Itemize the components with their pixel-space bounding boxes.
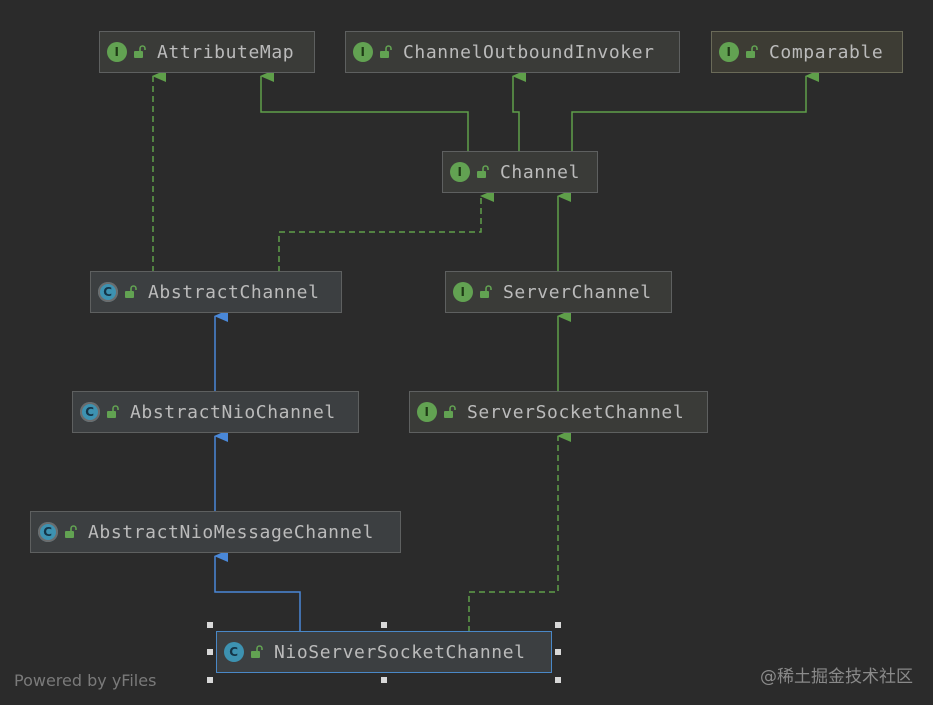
interface-icon: I: [450, 162, 470, 182]
edge-channel-comparable: [571, 70, 819, 152]
unlocked-lock-icon: [477, 165, 489, 178]
unlocked-lock-icon: [107, 405, 119, 418]
node-label: Comparable: [769, 41, 884, 63]
node-label: ChannelOutboundInvoker: [403, 41, 655, 63]
edge-channel-attributemap: [260, 70, 469, 152]
node-label: AttributeMap: [157, 41, 295, 63]
resize-handle-bottom[interactable]: [381, 677, 387, 683]
unlocked-lock-icon: [746, 45, 758, 58]
unlocked-lock-icon: [251, 645, 263, 658]
resize-handle-top-right[interactable]: [555, 622, 561, 628]
unlocked-lock-icon: [380, 45, 392, 58]
node-label: ServerChannel: [503, 281, 652, 303]
edge-abstractchannel-channel: [278, 190, 494, 272]
unlocked-lock-icon: [480, 285, 492, 298]
node-abstractniomessagechannel[interactable]: C AbstractNioMessageChannel: [30, 511, 401, 553]
node-label: AbstractNioMessageChannel: [88, 521, 374, 543]
node-label: AbstractChannel: [148, 281, 320, 303]
interface-icon: I: [719, 42, 739, 62]
resize-handle-top[interactable]: [381, 622, 387, 628]
resize-handle-bottom-right[interactable]: [555, 677, 561, 683]
node-nioserversocketchannel[interactable]: C NioServerSocketChannel: [216, 631, 552, 673]
node-label: NioServerSocketChannel: [274, 641, 526, 663]
interface-icon: I: [107, 42, 127, 62]
abstract-class-icon: C: [98, 282, 118, 302]
unlocked-lock-icon: [134, 45, 146, 58]
node-attributemap[interactable]: I AttributeMap: [99, 31, 315, 73]
node-label: ServerSocketChannel: [467, 401, 685, 423]
interface-icon: I: [417, 402, 437, 422]
node-abstractchannel[interactable]: C AbstractChannel: [90, 271, 342, 313]
node-channel[interactable]: I Channel: [442, 151, 598, 193]
node-abstractniochannel[interactable]: C AbstractNioChannel: [72, 391, 359, 433]
node-label: Channel: [500, 161, 581, 183]
resize-handle-left[interactable]: [207, 649, 213, 655]
resize-handle-bottom-left[interactable]: [207, 677, 213, 683]
node-channeloutboundinvoker[interactable]: I ChannelOutboundInvoker: [345, 31, 680, 73]
abstract-class-icon: C: [38, 522, 58, 542]
interface-icon: I: [353, 42, 373, 62]
powered-by-yfiles: Powered by yFiles: [14, 671, 157, 690]
node-serversocketchannel[interactable]: I ServerSocketChannel: [409, 391, 708, 433]
abstract-class-icon: C: [80, 402, 100, 422]
edge-nioserversocketchannel-serversocketchannel: [468, 430, 571, 632]
node-serverchannel[interactable]: I ServerChannel: [445, 271, 672, 313]
edge-channel-outboundinvoker: [512, 70, 526, 152]
edge-nioserversocketchannel-abstractniomessagechannel: [214, 550, 301, 632]
watermark: @稀土掘金技术社区: [760, 667, 913, 687]
unlocked-lock-icon: [444, 405, 456, 418]
interface-icon: I: [453, 282, 473, 302]
class-icon: C: [224, 642, 244, 662]
resize-handle-top-left[interactable]: [207, 622, 213, 628]
node-label: AbstractNioChannel: [130, 401, 336, 423]
node-comparable[interactable]: I Comparable: [711, 31, 903, 73]
unlocked-lock-icon: [125, 285, 137, 298]
resize-handle-right[interactable]: [555, 649, 561, 655]
unlocked-lock-icon: [65, 525, 77, 538]
